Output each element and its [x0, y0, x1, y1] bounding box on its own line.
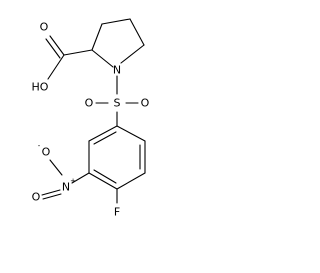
atom-label-nitro-oxygen-top: O: [42, 146, 51, 159]
bond-c3-c4: [88, 172, 118, 190]
nitro-nitrogen-charge: +: [70, 177, 76, 185]
atom-label-nitro-nitrogen: N: [62, 181, 70, 194]
bond-cacid-o-double-a: [49, 35, 65, 56]
atom-label-sulfonyl-oxygen-left: O: [85, 97, 94, 110]
bond-nitro-o-double-b: [42, 193, 62, 200]
bond-n-c2: [91, 49, 114, 68]
bond-cacid-oh: [47, 54, 65, 80]
bond-nitro-o-single: [49, 159, 63, 176]
bond-cacid-o-double-b: [45, 38, 61, 59]
pyrrolidine-ring: [91, 18, 145, 68]
bond-c3-c4: [101, 18, 131, 25]
molecule-structure: HO O N S O O O - N + O F: [32, 18, 150, 219]
nitro-oxygen-charge: -: [38, 142, 41, 150]
bond-c2-cacid: [63, 49, 93, 56]
atom-label-fluorine: F: [114, 206, 120, 219]
atom-label-sulfonyl-oxygen-right: O: [141, 97, 150, 110]
atom-label-hydroxyl: HO: [32, 81, 49, 94]
bond-c4-c5: [116, 172, 146, 190]
atom-label-ring-nitrogen: N: [113, 64, 121, 77]
inner-bond-c1-c2: [93, 131, 117, 145]
atom-label-nitro-oxygen-double: O: [32, 191, 41, 204]
bond-c2-c3: [91, 23, 103, 51]
bond-nitro-o-double-a: [41, 189, 61, 196]
bond-c6-c1: [116, 125, 146, 142]
atom-label-carbonyl-oxygen: O: [40, 21, 49, 34]
carboxylic-acid-group: [45, 35, 93, 80]
bond-c1-c2: [88, 125, 118, 142]
bond-c5-n: [120, 44, 145, 64]
substituents: [41, 159, 118, 204]
bond-c4-c5: [129, 18, 145, 46]
benzene-ring: [88, 125, 146, 190]
sulfonyl-group: [95, 75, 139, 127]
inner-bond-c3-c4: [93, 169, 117, 184]
bond-ring-nitro: [71, 172, 90, 184]
atom-label-sulfur: S: [114, 97, 121, 110]
